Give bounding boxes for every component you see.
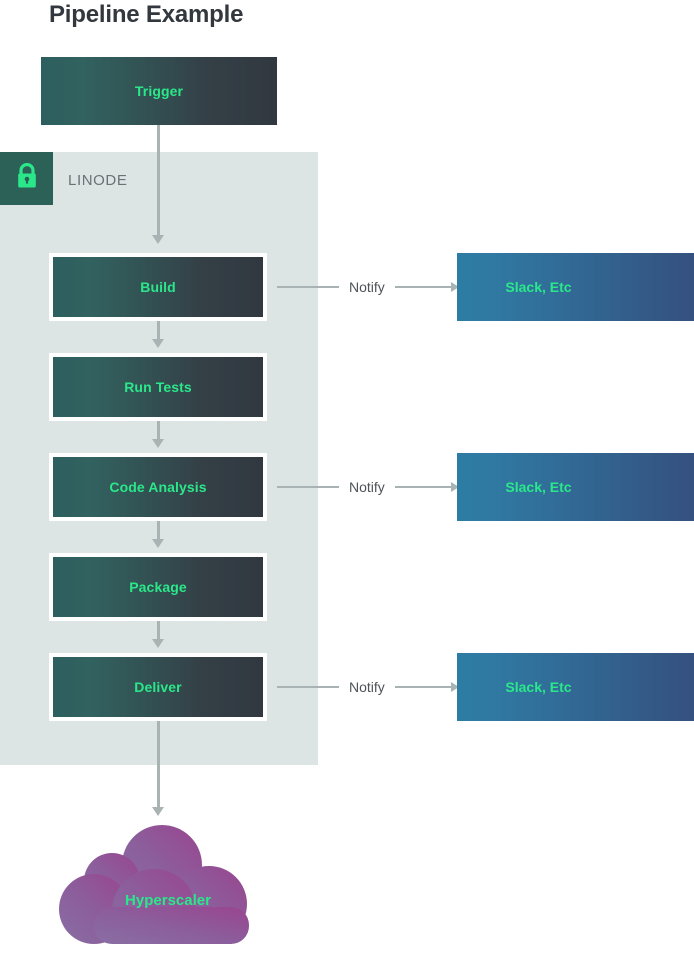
notify-connector-deliver: Notify bbox=[277, 677, 460, 697]
arrowhead-run-tests-to-code-analysis bbox=[152, 439, 164, 448]
notify-label: Notify bbox=[349, 479, 385, 495]
stage-label: Deliver bbox=[134, 679, 182, 695]
connector-code-analysis-to-package bbox=[157, 521, 160, 539]
linode-badge bbox=[0, 152, 53, 205]
connector-package-to-deliver bbox=[157, 621, 160, 639]
notify-connector-build: Notify bbox=[277, 277, 460, 297]
arrowhead-package-to-deliver bbox=[152, 639, 164, 648]
stage-box-package[interactable]: Package bbox=[49, 553, 267, 621]
stage-label: Package bbox=[129, 579, 187, 595]
notify-line-right-with-arrow bbox=[394, 482, 460, 492]
stage-label: Run Tests bbox=[124, 379, 192, 395]
stage-box-deliver[interactable]: Deliver bbox=[49, 653, 267, 721]
notify-target-label: Slack, Etc bbox=[505, 279, 572, 295]
stage-box-code-analysis[interactable]: Code Analysis bbox=[49, 453, 267, 521]
arrowhead-code-analysis-to-package bbox=[152, 539, 164, 548]
stage-box-trigger[interactable]: Trigger bbox=[41, 57, 277, 125]
connector-build-to-run-tests bbox=[157, 321, 160, 339]
stage-box-run-tests[interactable]: Run Tests bbox=[49, 353, 267, 421]
stage-label: Build bbox=[140, 279, 176, 295]
notify-target-slack-deliver[interactable]: Slack, Etc bbox=[457, 653, 694, 721]
notify-line-left bbox=[277, 486, 339, 488]
arrowhead-deliver-to-hyperscaler bbox=[152, 807, 164, 816]
notify-line-left bbox=[277, 286, 339, 288]
notify-label: Notify bbox=[349, 279, 385, 295]
notify-label: Notify bbox=[349, 679, 385, 695]
page-title: Pipeline Example bbox=[49, 1, 244, 28]
notify-target-slack-build[interactable]: Slack, Etc bbox=[457, 253, 694, 321]
cloud-shape bbox=[59, 825, 249, 953]
stage-label: Code Analysis bbox=[109, 479, 207, 495]
notify-line-right-with-arrow bbox=[394, 282, 460, 292]
stage-label: Trigger bbox=[134, 83, 184, 99]
connector-deliver-to-hyperscaler bbox=[157, 721, 160, 807]
notify-target-label: Slack, Etc bbox=[505, 479, 572, 495]
arrowhead-trigger-to-build bbox=[152, 235, 164, 244]
notify-line-right-with-arrow bbox=[394, 682, 460, 692]
connector-trigger-to-build bbox=[157, 125, 160, 235]
notify-line-left bbox=[277, 686, 339, 688]
stage-box-build[interactable]: Build bbox=[49, 253, 267, 321]
connector-run-tests-to-code-analysis bbox=[157, 421, 160, 439]
notify-target-slack-code-analysis[interactable]: Slack, Etc bbox=[457, 453, 694, 521]
lock-icon bbox=[16, 162, 38, 194]
linode-label: LINODE bbox=[68, 172, 128, 189]
notify-target-label: Slack, Etc bbox=[505, 679, 572, 695]
hyperscaler-cloud[interactable]: Hyperscaler bbox=[54, 819, 266, 953]
arrowhead-build-to-run-tests bbox=[152, 339, 164, 348]
notify-connector-code-analysis: Notify bbox=[277, 477, 460, 497]
